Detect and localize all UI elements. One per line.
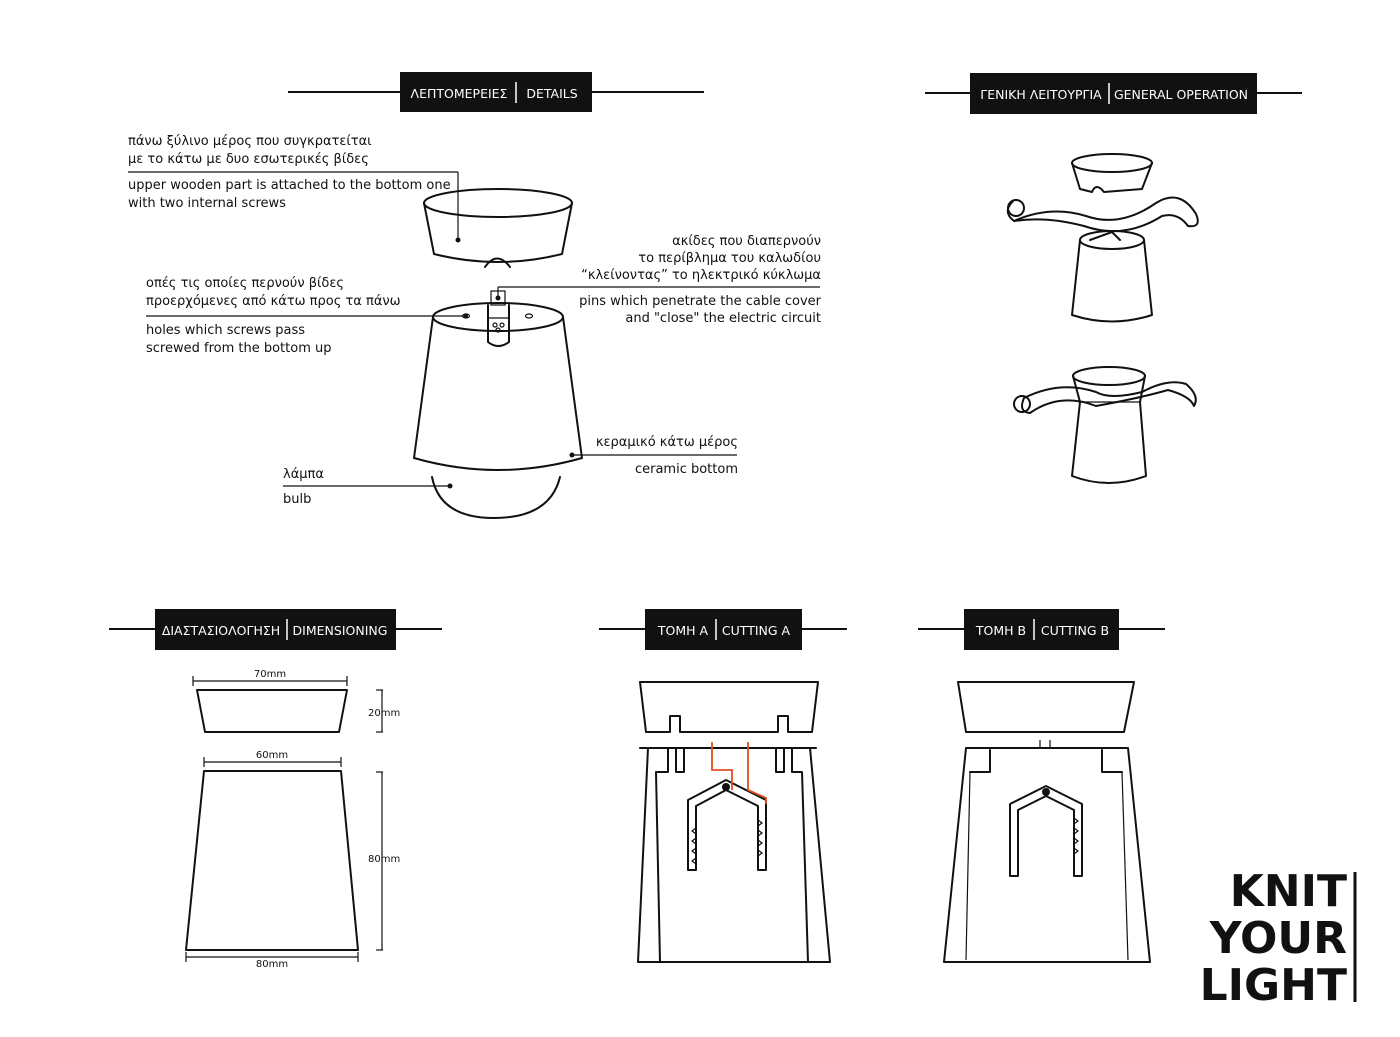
upper-greek-2: με το κάτω με δυο εσωτερικές βίδες	[128, 152, 369, 167]
wire-left	[711, 742, 733, 790]
header-cutting-a: ΤΟΜΗ Α CUTTING A	[599, 609, 847, 650]
pins-english-2: and "close" the electric circuit	[625, 311, 821, 326]
header-details-english: DETAILS	[526, 86, 577, 101]
pins-greek-1: ακίδες που διαπερνούν	[672, 234, 821, 249]
holes-english-2: screwed from the bottom up	[146, 341, 332, 356]
bulb	[431, 476, 561, 519]
holes-greek-2: προερχόμενες από κάτω προς τα πάνω	[146, 294, 401, 309]
bulb-greek: λάμπα	[283, 467, 324, 482]
holes-greek-1: οπές τις οποίες περνούν βίδες	[146, 276, 344, 291]
pins-greek-2: το περίβλημα του καλωδίου	[638, 251, 821, 266]
dim-top-height: 20mm	[368, 708, 400, 719]
header-general-greek: ΓΕΝΙΚΗ ΛΕΙΤΟΥΡΓΙΑ	[980, 87, 1102, 102]
upper-english-1: upper wooden part is attached to the bot…	[128, 178, 451, 193]
annotation-holes: οπές τις οποίες περνούν βίδες προερχόμεν…	[146, 276, 401, 356]
top-part-outline	[196, 689, 348, 733]
brand-logo: KNIT YOUR LIGHT	[1200, 866, 1357, 1011]
annotation-pins: ακίδες που διαπερνούν το περίβλημα του κ…	[579, 234, 822, 326]
dim-body-bottom-width: 80mm	[256, 959, 288, 970]
annotation-ceramic: κεραμικό κάτω μέρος ceramic bottom	[596, 435, 738, 477]
brand-line-3: LIGHT	[1200, 960, 1347, 1011]
header-cutting-a-greek: ΤΟΜΗ Α	[657, 623, 709, 638]
general-operation-drawing	[1006, 153, 1199, 484]
dim-body-height: 80mm	[368, 854, 400, 865]
dim-top-width: 70mm	[254, 669, 286, 680]
brand-line-1: KNIT	[1230, 866, 1347, 917]
pins-greek-3: “κλείνοντας” το ηλεκτρικό κύκλωμα	[581, 268, 821, 283]
details-lamp-drawing	[413, 188, 583, 519]
header-dimensioning-english: DIMENSIONING	[293, 623, 388, 638]
header-cutting-b-greek: ΤΟΜΗ Β	[975, 623, 1026, 638]
dimensioning-drawing	[185, 676, 383, 962]
brand-line-2: YOUR	[1209, 913, 1347, 964]
header-details-greek: ΛΕΠΤΟΜΕΡΕΙΕΣ	[411, 86, 508, 101]
leader-lines	[128, 171, 820, 489]
header-cutting-a-english: CUTTING A	[722, 623, 791, 638]
upper-english-2: with two internal screws	[128, 196, 286, 211]
annotation-bulb: λάμπα bulb	[283, 467, 324, 507]
annotation-upper: πάνω ξύλινο μέρος που συγκρατείται με το…	[128, 134, 451, 211]
bulb-english: bulb	[283, 492, 311, 507]
header-details: ΛΕΠΤΟΜΕΡΕΙΕΣ DETAILS	[288, 72, 704, 112]
dimension-labels: 70mm 20mm 60mm 80mm 80mm	[254, 669, 400, 970]
header-dimensioning-greek: ΔΙΑΣΤΑΣΙΟΛΟΓΗΣΗ	[162, 623, 280, 638]
upper-wooden-part	[423, 188, 573, 268]
ceramic-english: ceramic bottom	[635, 462, 738, 477]
ceramic-body	[413, 290, 583, 471]
pins-english-1: pins which penetrate the cable cover	[579, 294, 822, 309]
header-dimensioning: ΔΙΑΣΤΑΣΙΟΛΟΓΗΣΗ DIMENSIONING	[109, 609, 442, 650]
header-cutting-b: ΤΟΜΗ Β CUTTING B	[918, 609, 1165, 650]
upper-greek-1: πάνω ξύλινο μέρος που συγκρατείται	[128, 134, 372, 149]
cutting-a-drawing	[637, 681, 831, 963]
header-general-operation: ΓΕΝΙΚΗ ΛΕΙΤΟΥΡΓΙΑ GENERAL OPERATION	[925, 73, 1302, 114]
body-outline	[185, 770, 359, 951]
header-general-english: GENERAL OPERATION	[1114, 87, 1248, 102]
holes-english-1: holes which screws pass	[146, 323, 305, 338]
cutting-b-drawing	[943, 681, 1151, 963]
wire-right	[747, 742, 767, 804]
header-cutting-b-english: CUTTING B	[1041, 623, 1109, 638]
dim-body-top-width: 60mm	[256, 750, 288, 761]
ceramic-greek: κεραμικό κάτω μέρος	[596, 435, 738, 450]
